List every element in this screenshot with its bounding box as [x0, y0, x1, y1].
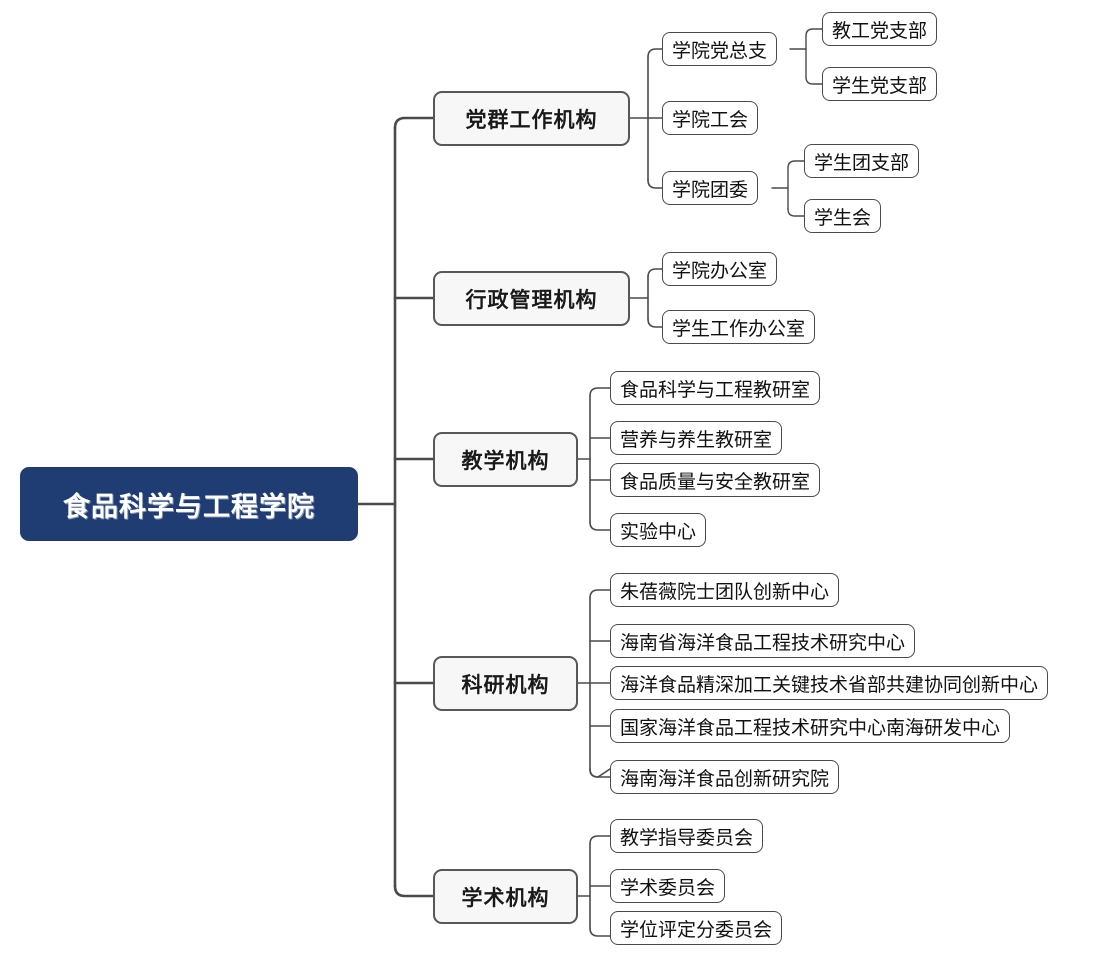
- node-party-general-branch[interactable]: 学院党总支: [662, 32, 778, 66]
- node-category-research[interactable]: 科研机构: [433, 656, 578, 711]
- node-college-labor-union[interactable]: 学院工会: [662, 101, 759, 135]
- connector-cat0-child2-leaf0: [787, 160, 805, 169]
- node-hainan-marine-food-engineering-research-center[interactable]: 海南省海洋食品工程技术研究中心: [610, 624, 916, 658]
- connector-cat0-child0-leaf0: [805, 28, 823, 37]
- node-academic-committee[interactable]: 学术委员会: [610, 869, 726, 903]
- connector-cat3-child4b: [589, 768, 611, 778]
- node-national-marine-food-center-south-sea-rd-center[interactable]: 国家海洋食品工程技术研究中心南海研发中心: [610, 709, 1011, 743]
- connector-branch-0: [393, 116, 435, 130]
- node-student-party-branch[interactable]: 学生党支部: [822, 67, 938, 101]
- node-faculty-party-branch[interactable]: 教工党支部: [822, 12, 938, 46]
- connector-cat0-child0: [647, 48, 663, 58]
- node-college-office[interactable]: 学院办公室: [662, 252, 778, 286]
- connector-cat4-child0: [589, 835, 611, 845]
- node-marine-food-processing-collaborative-innovation-center[interactable]: 海洋食品精深加工关键技术省部共建协同创新中心: [610, 666, 1049, 700]
- node-food-quality-safety-teaching-office[interactable]: 食品质量与安全教研室: [610, 463, 821, 497]
- connector-cat2-child0: [589, 387, 611, 397]
- node-student-affairs-office[interactable]: 学生工作办公室: [662, 310, 816, 344]
- connector-cat3-child4: [589, 768, 611, 778]
- node-student-union[interactable]: 学生会: [804, 199, 882, 233]
- node-youth-league-committee[interactable]: 学院团委: [662, 171, 759, 205]
- connector-cat2-child3: [589, 521, 611, 531]
- connector-cat1-child0: [647, 268, 663, 278]
- connector-cat1-child1: [647, 318, 663, 328]
- connector-cat0-child2: [647, 179, 663, 189]
- node-hainan-marine-food-innovation-institute[interactable]: 海南海洋食品创新研究院: [610, 760, 840, 794]
- connector-cat4-child2: [589, 927, 611, 937]
- connector-cat0-child2-leaf1: [787, 208, 805, 217]
- node-category-party-work[interactable]: 党群工作机构: [433, 91, 630, 146]
- node-category-teaching[interactable]: 教学机构: [433, 432, 578, 487]
- node-zhu-beiwei-academician-team-innovation-center[interactable]: 朱蓓薇院士团队创新中心: [610, 573, 840, 607]
- node-category-administration[interactable]: 行政管理机构: [433, 271, 630, 326]
- node-degree-evaluation-subcommittee[interactable]: 学位评定分委员会: [610, 911, 783, 945]
- node-student-league-branch[interactable]: 学生团支部: [804, 144, 920, 178]
- node-root[interactable]: 食品科学与工程学院: [20, 467, 358, 541]
- node-nutrition-health-teaching-office[interactable]: 营养与养生教研室: [610, 421, 783, 455]
- node-category-academic[interactable]: 学术机构: [433, 869, 578, 924]
- node-teaching-steering-committee[interactable]: 教学指导委员会: [610, 819, 764, 853]
- node-food-science-engineering-teaching-office[interactable]: 食品科学与工程教研室: [610, 371, 821, 405]
- connector-cat3-child0: [589, 589, 611, 599]
- connector-branch-4: [393, 884, 435, 898]
- node-experiment-center[interactable]: 实验中心: [610, 513, 707, 547]
- connector-cat0-child0-leaf1: [805, 76, 823, 85]
